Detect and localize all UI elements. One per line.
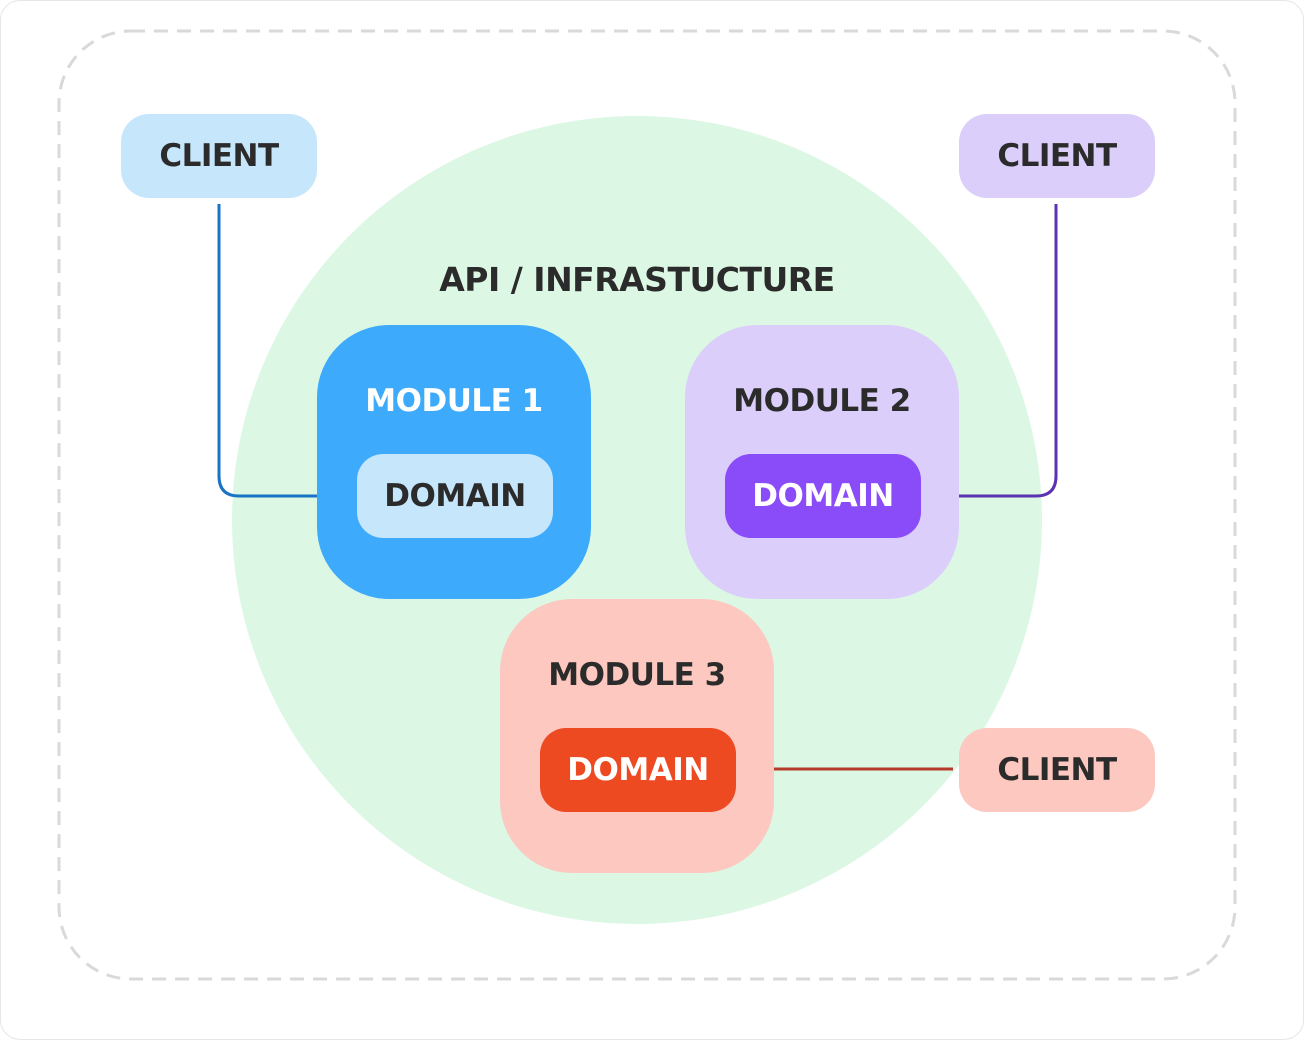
module-1-domain: DOMAIN (357, 454, 553, 538)
connector-client-2-to-module-2 (926, 204, 1058, 498)
module-2: MODULE 2 DOMAIN (685, 325, 959, 599)
module-3-label: MODULE 3 (548, 657, 726, 693)
module-1: MODULE 1 DOMAIN (317, 325, 591, 599)
module-3-domain: DOMAIN (540, 728, 736, 812)
dashed-boundary (57, 29, 1237, 981)
client-2: CLIENT (959, 114, 1155, 198)
module-1-label: MODULE 1 (365, 383, 543, 419)
client-3: CLIENT (959, 728, 1155, 812)
infrastructure-title: API / INFRASTUCTURE (439, 260, 835, 299)
module-2-domain: DOMAIN (725, 454, 921, 538)
module-3: MODULE 3 DOMAIN (500, 599, 774, 873)
connector-client-1-to-module-1 (217, 204, 350, 498)
client-1: CLIENT (121, 114, 317, 198)
module-2-label: MODULE 2 (733, 383, 911, 419)
